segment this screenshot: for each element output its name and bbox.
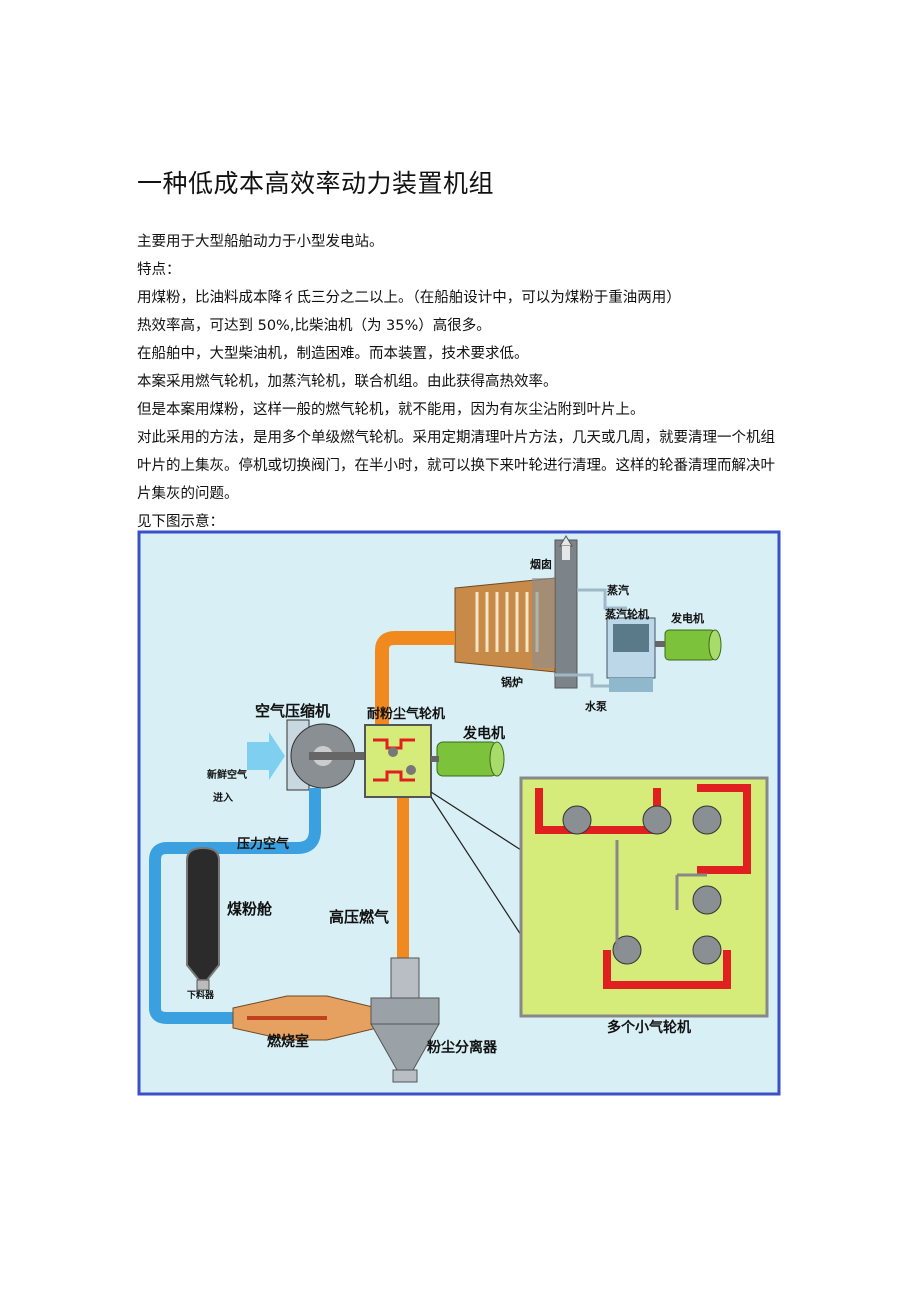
paragraph: 对此采用的方法，是用多个单级燃气轮机。采用定期清理叶片方法，几天或几周，就要清理… [137, 430, 775, 502]
document-title: 一种低成本高效率动力装置机组 [137, 169, 495, 198]
high-pressure-gas-label: 高压燃气 [329, 908, 389, 926]
paragraph: 热效率高，可达到 50%,比柴油机（为 35%）高很多。 [137, 318, 491, 334]
boiler-label: 锅炉 [501, 675, 523, 689]
paragraph: 特点： [137, 262, 181, 278]
multi-turbines-inset [519, 776, 769, 1018]
dust-separator-label: 粉尘分离器 [427, 1039, 498, 1056]
paragraph: 本案采用燃气轮机，加蒸汽轮机，联合机组。由此获得高热效率。 [137, 374, 558, 390]
water-pipe [555, 673, 612, 688]
paragraph: 但是本案用煤粉，这样一般的燃气轮机，就不能用，因为有灰尘沾附到叶片上。 [137, 402, 645, 418]
steam-turbine-label: 蒸汽轮机 [605, 607, 649, 621]
coal-bin-label: 煤粉舱 [227, 900, 273, 918]
dust-separator [370, 957, 440, 1083]
fresh-air-label-2: 进入 [213, 791, 233, 804]
coal-bin [186, 846, 220, 991]
multi-turbines-label: 多个小气轮机 [607, 1019, 691, 1036]
fresh-air-arrow [247, 732, 285, 780]
generator-top-label: 发电机 [670, 611, 704, 625]
power-plant-diagram: 烟囱 蒸汽 蒸汽轮机 发电机 锅炉 水泵 空气压缩机 耐粉尘气轮机 发电机 新鲜… [137, 530, 781, 1096]
pressure-air-pipe [149, 788, 321, 1024]
steam-label: 蒸汽 [607, 583, 629, 597]
paragraph: 主要用于大型船舶动力于小型发电站。 [137, 234, 384, 250]
combustion-chamber-label: 燃烧室 [267, 1033, 309, 1050]
paragraph: 用煤粉，比油料成本降彳氐三分之二以上。（在船舶设计中，可以为煤粉于重油两用） [137, 290, 681, 306]
dust-resistant-turbine-label: 耐粉尘气轮机 [367, 706, 445, 722]
paragraph: 见下图示意： [137, 514, 224, 530]
paragraph: 在船舶中，大型柴油机，制造困难。而本装置，技术要求低。 [137, 346, 529, 362]
exhaust-pipe [375, 631, 455, 725]
zoom-lines [430, 791, 522, 936]
pressure-air-label: 压力空气 [237, 836, 289, 852]
air-compressor-label: 空气压缩机 [255, 702, 330, 720]
steam-pipe [577, 588, 627, 610]
chimney-label: 烟囱 [530, 557, 552, 571]
dust-resistant-turbine [364, 724, 432, 798]
air-compressor [286, 719, 369, 791]
chimney [554, 535, 578, 689]
feeder-label: 下料器 [187, 989, 215, 1001]
generator-mid-label: 发电机 [462, 725, 505, 742]
document-body: 主要用于大型船舶动力于小型发电站。 特点： 用煤粉，比油料成本降彳氐三分之二以上… [137, 228, 787, 536]
steam-turbine [606, 617, 656, 692]
generator-mid [431, 741, 505, 777]
diagram-svg: 烟囱 蒸汽 蒸汽轮机 发电机 锅炉 水泵 空气压缩机 耐粉尘气轮机 发电机 新鲜… [137, 530, 781, 1096]
water-pump-label: 水泵 [585, 699, 607, 713]
generator-top [655, 629, 722, 661]
boiler [454, 577, 556, 673]
fresh-air-label: 新鲜空气 [207, 768, 247, 781]
